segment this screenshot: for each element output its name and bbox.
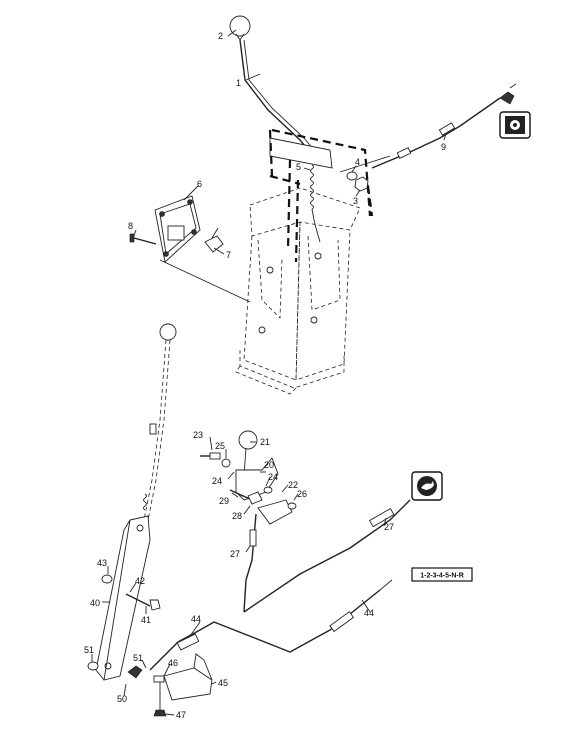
callout-6: 6: [197, 179, 202, 189]
shift-lever: [229, 15, 325, 159]
throttle-lever-assembly: [200, 430, 411, 613]
callout-numbers: 2 1 5 4 3 9 6 7 8 23 25 21 24 20 24 29 2…: [84, 31, 446, 720]
throttle-cable: [127, 579, 393, 679]
shift-cable: [371, 83, 517, 169]
callout-8: 8: [128, 221, 133, 231]
callout-40: 40: [90, 598, 100, 608]
gearshift-icon: [499, 111, 531, 139]
callout-41: 41: [141, 615, 151, 625]
callout-25: 25: [215, 441, 225, 451]
callout-3: 3: [353, 196, 358, 206]
lever-bracket: [268, 128, 374, 263]
callout-5: 5: [296, 162, 301, 172]
throttle-rod: [143, 323, 177, 521]
spring: [310, 164, 317, 229]
speed-code-box: 1-2-3-4-5-N-R: [411, 567, 473, 582]
callout-2: 2: [218, 31, 223, 41]
support-arm: [95, 515, 151, 681]
callout-44-a: 44: [364, 608, 374, 618]
callout-45: 45: [218, 678, 228, 688]
frame-housing: [159, 187, 361, 395]
callout-42: 42: [135, 576, 145, 586]
callout-9: 9: [441, 142, 446, 152]
callout-23: 23: [193, 430, 203, 440]
cable-bracket: [153, 653, 213, 717]
leader-lines: [91, 29, 447, 716]
callout-47: 47: [176, 710, 186, 720]
callout-27-a: 27: [384, 522, 394, 532]
bolt: [129, 233, 157, 245]
mounting-plate: [154, 195, 201, 263]
callout-24-b: 24: [268, 472, 278, 482]
hare-speed-icon: [411, 471, 443, 501]
callout-51-b: 51: [133, 653, 143, 663]
callout-29: 29: [219, 496, 229, 506]
callout-21: 21: [260, 437, 270, 447]
callout-51-a: 51: [84, 645, 94, 655]
washer-nut: [339, 155, 391, 192]
callout-22: 22: [288, 480, 298, 490]
callout-26: 26: [297, 489, 307, 499]
speed-code-label: 1-2-3-4-5-N-R: [420, 573, 464, 580]
callout-43: 43: [97, 558, 107, 568]
callout-27-b: 27: [230, 549, 240, 559]
callout-46: 46: [168, 658, 178, 668]
callout-4: 4: [355, 157, 360, 167]
callout-20: 20: [264, 460, 274, 470]
callout-44-b: 44: [191, 614, 201, 624]
clip: [204, 227, 224, 253]
arm-fasteners: [87, 574, 161, 671]
callout-28: 28: [232, 511, 242, 521]
callout-24-a: 24: [212, 476, 222, 486]
callout-1: 1: [236, 78, 241, 88]
callout-7: 7: [226, 250, 231, 260]
callout-50: 50: [117, 694, 127, 704]
